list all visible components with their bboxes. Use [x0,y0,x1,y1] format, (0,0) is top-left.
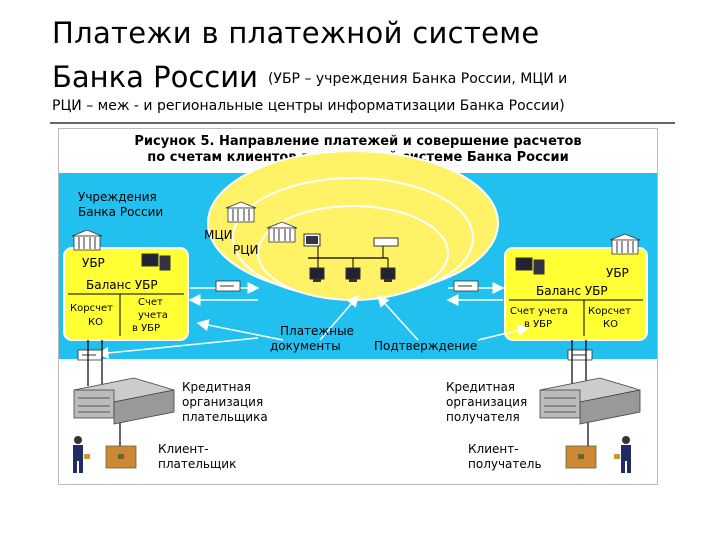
person-icon [614,436,631,473]
institutions-label-line2: Банка России [78,205,163,219]
title-divider [50,122,675,124]
left-ubr-box: УБР Баланс УБР Корсчет КО Счет учета в У… [63,247,189,341]
payee-bank-line1: Кредитная [446,380,515,394]
computer-icon [345,267,361,282]
right-account-line2: в УБР [524,319,552,330]
payee-bank-line2: организация [446,395,527,409]
office-building-icon [73,377,175,425]
lower-field [58,359,658,485]
right-korschet-line1: Корсчет [588,306,631,317]
figure-caption-line1: Рисунок 5. Направление платежей и соверш… [134,134,581,149]
slide-title-note: (УБР – учреждения Банка России, МЦИ и [267,71,568,87]
left-ubr-title: УБР [82,256,105,270]
computer-icon [309,267,325,282]
bank-building-icon [225,201,257,223]
slide-title-line1: Платежи в платежной системе [52,16,540,50]
rci-label: РЦИ [233,243,259,257]
computer-icon [303,233,321,247]
payment-docs-line1: Платежные [280,324,354,338]
right-account-line1: Счет учета [510,306,568,317]
left-account-line1: Счет [138,297,163,308]
client-payer-line1: Клиент- [158,442,209,456]
client-payee-line1: Клиент- [468,442,519,456]
payee-bank-line3: получателя [446,410,520,424]
computer-icon [141,253,171,271]
client-payee-line2: получатель [468,457,542,471]
right-ubr-balance: Баланс УБР [536,284,608,298]
bank-building-icon [266,221,298,243]
slide-title-line2: Банка России (УБР – учреждения Банка Росс… [52,60,567,94]
left-ubr-balance: Баланс УБР [86,278,158,292]
vertical-connectors [87,340,589,450]
payer-bank-line2: организация [182,395,263,409]
left-korschet-line1: Корсчет [70,303,113,314]
institutions-label-line1: Учреждения [78,190,157,204]
left-account-line2: учета [138,310,168,321]
payment-docs-line2: документы [270,339,341,353]
left-account-line3: в УБР [132,323,160,334]
ellipse-rci [257,205,449,301]
right-ubr-title: УБР [606,266,629,280]
slide-title-line3: РЦИ – меж - и региональные центры информ… [52,98,565,114]
office-building-icon [539,377,641,425]
figure-frame [58,128,658,485]
left-korschet-line2: КО [88,317,103,328]
person-icon [73,436,90,473]
bank-building-icon [609,233,641,255]
chest-icon [565,445,597,469]
slide-title-bank: Банка России [52,60,258,94]
document-icon [567,349,593,361]
payment-system-figure: Рисунок 5. Направление платежей и соверш… [58,128,658,485]
confirmation-label: Подтверждение [374,339,477,353]
mci-label: МЦИ [204,228,233,242]
chest-icon [105,445,137,469]
document-icon [215,280,241,292]
flow-arrows [96,282,530,359]
payer-bank-line3: плательщика [182,410,268,424]
client-payer-line2: плательщик [158,457,236,471]
network-icon [308,246,389,268]
computer-icon [373,237,399,247]
figure-canvas: Рисунок 5. Направление платежей и соверш… [58,128,658,485]
document-icon [77,349,103,361]
document-icon [453,280,479,292]
computer-icon [380,267,396,282]
bank-building-icon [71,229,103,251]
computer-icon [515,257,545,275]
right-korschet-line2: КО [603,319,618,330]
payer-bank-line1: Кредитная [182,380,251,394]
